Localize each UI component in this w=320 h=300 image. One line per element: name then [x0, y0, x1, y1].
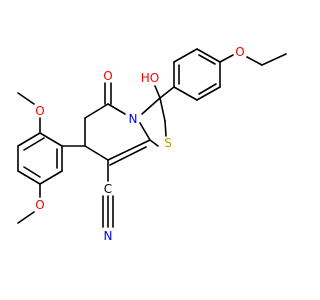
oxygen-atom-label: O	[235, 45, 244, 59]
bond	[198, 54, 216, 65]
bond	[84, 145, 109, 161]
bond	[84, 103, 109, 119]
sulfur-atom-label: S	[164, 136, 172, 150]
bonds	[17, 48, 287, 228]
bond	[198, 83, 217, 95]
bond	[159, 86, 175, 99]
bond	[17, 92, 35, 105]
bond	[141, 97, 161, 115]
nitrogen-atom-label: N	[104, 229, 113, 243]
bond	[246, 56, 263, 66]
bond	[17, 170, 41, 185]
bond	[23, 166, 41, 178]
bond	[196, 48, 221, 63]
bond	[23, 137, 45, 151]
bond	[261, 53, 287, 66]
bond	[154, 85, 161, 99]
oxygen-atom-label: O	[103, 69, 112, 83]
bond	[107, 139, 151, 161]
hydroxy-label: HO	[141, 71, 159, 85]
bond	[164, 120, 167, 137]
bond	[109, 146, 147, 166]
bond	[139, 122, 151, 141]
atom-labels: O O O HO O N S C N	[35, 45, 244, 243]
bond	[17, 211, 35, 224]
bond	[173, 48, 198, 63]
nitrogen-atom-label: N	[129, 112, 138, 126]
bond	[219, 54, 234, 63]
bond	[149, 139, 159, 147]
oxygen-atom-label: O	[35, 104, 44, 118]
molecule-structure: O O O HO O N S C N	[17, 45, 287, 243]
oxygen-atom-label: O	[35, 198, 44, 212]
bond	[173, 86, 198, 101]
carbon-atom-label: C	[104, 182, 112, 196]
bond	[39, 132, 63, 147]
bond	[107, 103, 126, 115]
bond	[159, 97, 166, 122]
bond	[17, 132, 41, 147]
bond	[39, 170, 63, 185]
bond	[196, 86, 221, 101]
